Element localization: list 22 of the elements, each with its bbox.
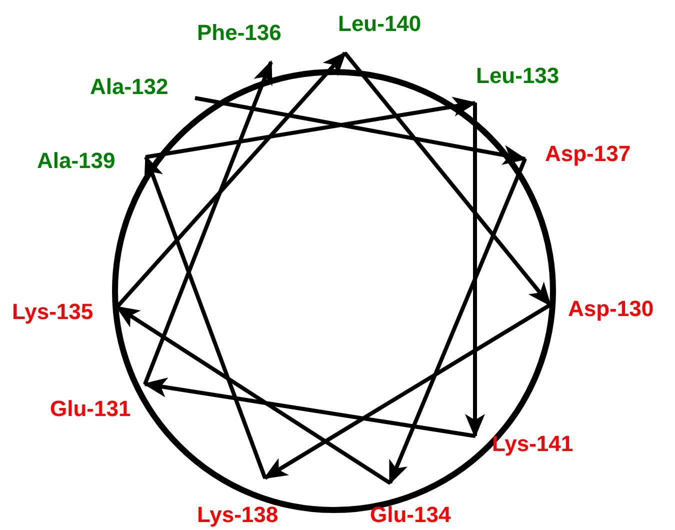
arrow bbox=[116, 52, 346, 308]
residue-label: Glu-134 bbox=[370, 503, 451, 527]
residue-label: Lys-141 bbox=[492, 432, 574, 456]
arrow bbox=[143, 378, 476, 438]
arrow bbox=[143, 60, 273, 385]
arrow bbox=[146, 96, 477, 159]
residue-label: Ala-132 bbox=[90, 75, 168, 99]
residue-label: Leu-133 bbox=[476, 64, 560, 88]
arrow bbox=[263, 303, 552, 480]
arrow bbox=[465, 103, 485, 438]
residue-label: Leu-140 bbox=[338, 12, 422, 36]
residue-label: Asp-137 bbox=[545, 142, 631, 166]
residue-label: Lys-138 bbox=[197, 503, 278, 527]
arrow bbox=[194, 96, 527, 165]
arrow bbox=[388, 158, 527, 485]
residue-label: Lys-135 bbox=[12, 300, 94, 324]
residue-label: Ala-139 bbox=[37, 149, 116, 173]
residue-label: Phe-136 bbox=[197, 21, 282, 45]
residue-label: Glu-131 bbox=[50, 397, 131, 421]
arrow bbox=[343, 52, 552, 307]
residue-label: Asp-130 bbox=[568, 297, 654, 321]
arrow bbox=[144, 155, 267, 479]
